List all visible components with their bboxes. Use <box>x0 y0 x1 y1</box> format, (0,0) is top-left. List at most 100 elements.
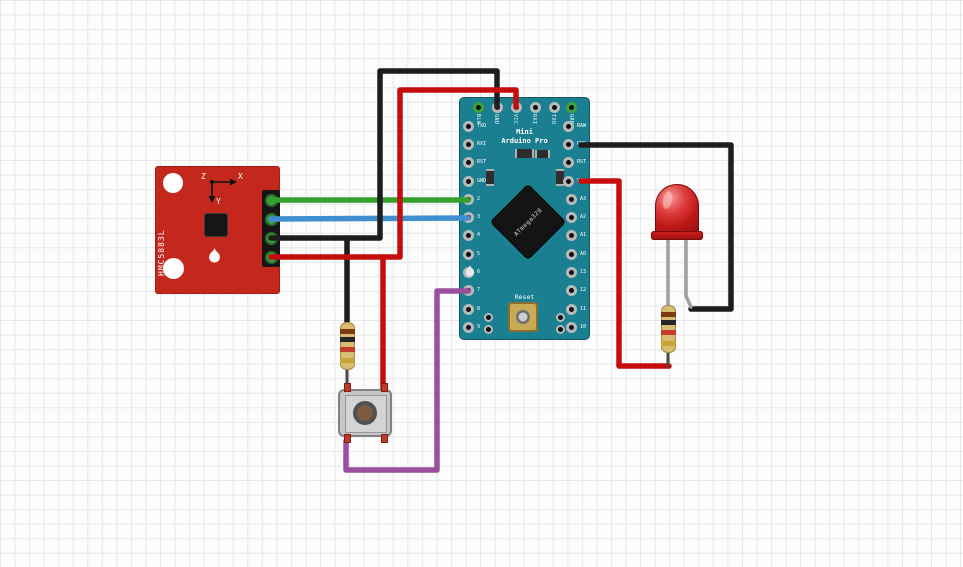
pin-label: 10 <box>579 323 586 330</box>
pin-row: RST <box>562 154 586 172</box>
resistor-button-pulldown[interactable] <box>340 322 355 370</box>
pin-hole-grn[interactable] <box>565 101 577 113</box>
button-pin[interactable] <box>344 383 351 392</box>
led-red[interactable] <box>651 184 703 241</box>
pin-label: TXO <box>477 122 487 129</box>
pin-hole[interactable] <box>463 157 474 169</box>
pin-hole[interactable] <box>463 248 474 260</box>
pin-hole[interactable] <box>565 248 577 260</box>
pin-hole[interactable] <box>565 321 577 333</box>
pin-label: 11 <box>579 305 586 312</box>
pin-label-top: RXI <box>531 114 537 125</box>
mounting-hole <box>163 258 184 279</box>
fritzing-flame-icon <box>465 265 475 277</box>
pin-row: 4 <box>463 227 486 245</box>
pin-row: RST <box>463 154 486 172</box>
pin-row: 11 <box>563 300 586 318</box>
pin-hole[interactable] <box>463 120 474 132</box>
button-pin[interactable] <box>381 383 388 392</box>
button-pin[interactable] <box>381 434 388 443</box>
pin-hole[interactable] <box>562 120 574 132</box>
hmc-board-label: HMC5883L <box>157 229 166 276</box>
smd-component <box>556 169 564 186</box>
pin-hole[interactable] <box>562 175 574 187</box>
pin-label-top: VCC <box>512 114 518 125</box>
pin-label: A1 <box>579 232 586 239</box>
smd-component <box>515 149 534 158</box>
pushbutton[interactable] <box>338 383 392 443</box>
pin-row: 5 <box>463 245 486 263</box>
wire-blue-i2c[interactable] <box>268 215 471 222</box>
header-pin-2[interactable] <box>264 212 278 226</box>
axis-y-label: Y <box>216 197 221 206</box>
button-cap[interactable] <box>353 401 377 425</box>
pin-row: 8 <box>463 300 486 318</box>
pin-label: RST <box>477 159 487 166</box>
pin-hole[interactable] <box>463 138 474 150</box>
pin-label: A2 <box>579 214 586 221</box>
header-pin-4[interactable] <box>264 250 278 264</box>
pin-hole[interactable] <box>562 157 574 169</box>
pin-hole[interactable] <box>565 212 577 224</box>
header-pin-3[interactable] <box>264 231 278 245</box>
pin-hole[interactable] <box>565 285 577 297</box>
pin-row: GND <box>562 135 586 153</box>
chip-label: ATmega328 <box>512 206 544 238</box>
resistor-band-red <box>340 347 355 352</box>
pin-row: 2 <box>463 190 486 208</box>
button-pin[interactable] <box>344 434 351 443</box>
pin-row: A2 <box>563 208 586 226</box>
resistor-band-brown <box>661 312 676 317</box>
pin-label: GND <box>477 177 487 184</box>
header-pin-1[interactable] <box>264 193 278 207</box>
pin-row: TXO <box>463 117 486 135</box>
resistor-band-gold <box>661 341 676 346</box>
pin-label: VCC <box>576 177 586 184</box>
pin-hole[interactable] <box>463 230 474 242</box>
pin-hole-inner[interactable] <box>484 313 493 322</box>
pin-hole-top[interactable] <box>491 101 503 113</box>
axis-x-label: X <box>238 172 243 181</box>
pin-hole-top[interactable] <box>548 101 560 113</box>
pin-hole[interactable] <box>565 193 577 205</box>
pin-hole[interactable] <box>463 212 474 224</box>
wire-purple-d7[interactable] <box>343 288 471 473</box>
pin-row: A1 <box>563 227 586 245</box>
led-flange <box>651 231 703 240</box>
resistor-band-black <box>340 337 355 342</box>
pin-hole[interactable] <box>565 230 577 242</box>
pin-hole[interactable] <box>463 175 474 187</box>
pin-row: 9 <box>463 318 486 336</box>
pin-hole-inner[interactable] <box>556 325 565 334</box>
pin-hole-top[interactable] <box>510 101 522 113</box>
resistor-led[interactable] <box>661 305 676 353</box>
pin-label: RXI <box>477 140 487 147</box>
sparkfun-flame-icon <box>209 248 220 263</box>
board-title-line1: Mini <box>516 128 533 136</box>
hmc5883l-board[interactable]: Z X Y HMC5883L <box>155 166 280 294</box>
pin-row: VCC <box>562 172 586 190</box>
pin-label: 6 <box>477 269 481 276</box>
pin-hole[interactable] <box>562 138 574 150</box>
pin-hole[interactable] <box>463 303 474 315</box>
pin-label: 9 <box>477 323 481 330</box>
resistor-band-brown <box>340 329 355 334</box>
pin-hole[interactable] <box>565 267 577 279</box>
reset-button-cap <box>516 310 530 324</box>
pin-hole[interactable] <box>463 321 474 333</box>
mounting-hole <box>163 173 183 193</box>
pin-hole[interactable] <box>565 303 577 315</box>
reset-button[interactable] <box>508 302 538 332</box>
pin-row: 13 <box>563 263 586 281</box>
pin-row: A3 <box>563 190 586 208</box>
pin-hole-inner[interactable] <box>556 313 565 322</box>
pin-hole-inner[interactable] <box>484 325 493 334</box>
axis-z-label: Z <box>201 172 206 181</box>
pin-hole[interactable] <box>463 193 474 205</box>
pin-row: RXI <box>463 135 486 153</box>
pin-hole-top[interactable] <box>529 101 541 113</box>
pin-label: A3 <box>579 195 586 202</box>
